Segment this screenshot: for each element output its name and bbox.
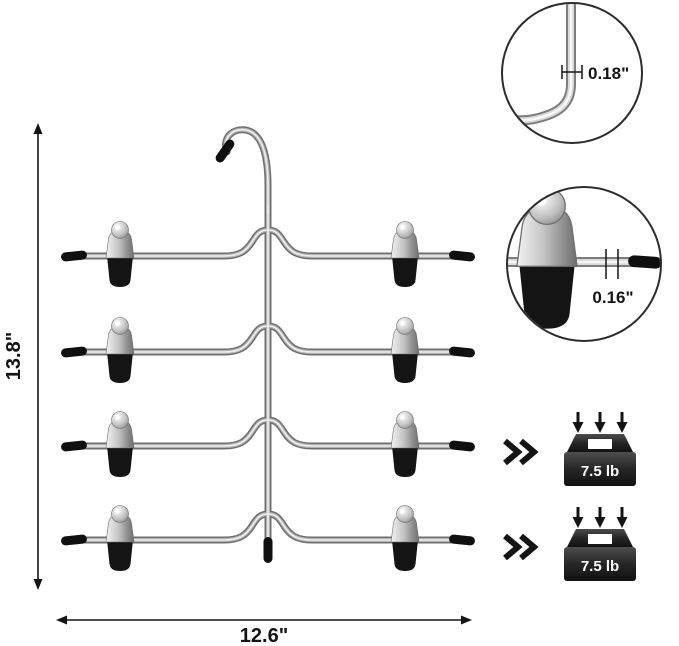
detail-circle-outline [506, 186, 662, 342]
bar-end-cap [60, 440, 88, 452]
hanger-clip [390, 411, 420, 478]
clip-bar-measure-ticks [605, 249, 619, 279]
bar-end-cap [448, 534, 476, 546]
hanger-illustration [60, 130, 476, 572]
wire-measure-ticks [561, 65, 583, 79]
bar-end-cap [60, 346, 88, 358]
width-dimension-label: 12.6" [240, 625, 288, 646]
bar-end-cap [60, 250, 88, 262]
hanger-clip [390, 317, 420, 384]
clip-bar-thickness-label: 0.16" [592, 288, 633, 307]
hanger-clip [105, 505, 135, 572]
height-dimension-label: 13.8" [3, 332, 25, 380]
center-bar-end-cap [263, 537, 273, 563]
width-dimension: 12.6" [56, 615, 472, 646]
bar-end-cap [448, 250, 476, 262]
hanger-clip [105, 221, 135, 288]
height-dimension: 13.8" [3, 123, 43, 590]
weight-capacity-indicator-top: 7.5 lb [503, 412, 636, 486]
weight-capacity-label: 7.5 lb [581, 558, 619, 575]
wire-thickness-label: 0.18" [588, 64, 629, 83]
weight-icon: 7.5 lb [564, 507, 636, 581]
hanger-clip [105, 411, 135, 478]
clip-thickness-detail: 0.16" [506, 186, 662, 342]
detail-circle-outline [501, 2, 643, 144]
double-chevron-icon [503, 533, 539, 561]
wire-thickness-detail: 0.18" [501, 2, 643, 144]
bar-end-cap [448, 440, 476, 452]
weight-capacity-label: 7.5 lb [581, 463, 619, 480]
hanger-clip [390, 221, 420, 288]
hanger-clip [105, 317, 135, 384]
weight-icon: 7.5 lb [564, 412, 636, 486]
bar-end-cap [60, 534, 88, 546]
zoomed-bar-end-cap [627, 254, 660, 270]
weight-capacity-indicator-bottom: 7.5 lb [503, 507, 636, 581]
bar-end-cap [448, 346, 476, 358]
double-chevron-icon [503, 438, 539, 466]
hanger-clip [390, 505, 420, 572]
